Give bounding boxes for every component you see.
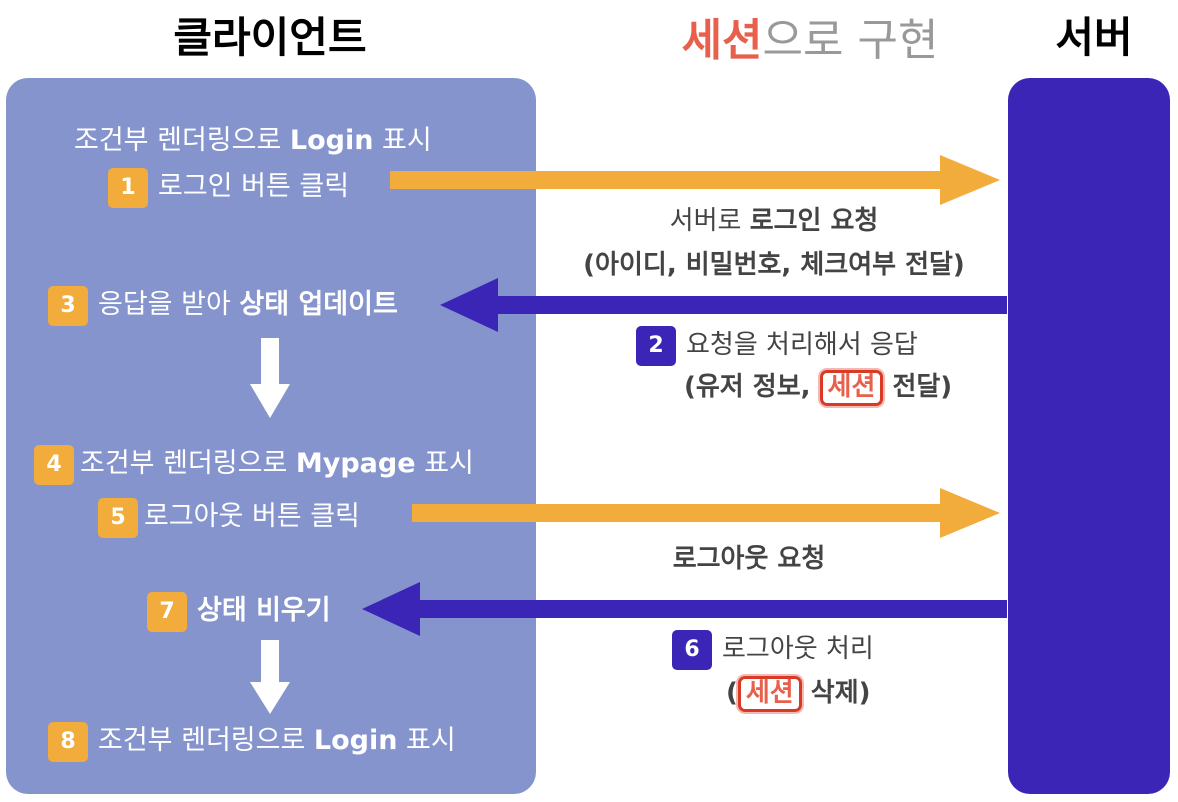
step-badge: 6	[672, 629, 712, 670]
login-request-arrow	[390, 155, 1000, 205]
server-heading: 서버	[1055, 13, 1133, 62]
step-badge: 2	[636, 325, 676, 366]
step-badge: 1	[108, 167, 148, 208]
step-badge: 3	[48, 285, 88, 326]
down-arrow-2	[250, 640, 290, 714]
diagram-title: 세션으로 구현	[620, 4, 1000, 68]
login-request-label: 서버로 로그인 요청	[669, 206, 879, 236]
intro-login-text: 조건부 렌더링으로 Login 표시	[74, 125, 432, 156]
down-arrow-1	[250, 338, 290, 418]
step-badge: 7	[147, 591, 187, 632]
session-highlight: 세션	[819, 370, 884, 406]
title-rest: 으로 구현	[762, 15, 939, 66]
step-badge: 5	[98, 497, 138, 538]
step6-detail: (세션 삭제)	[726, 672, 871, 712]
login-response-arrow	[440, 278, 1007, 332]
login-request-detail: (아이디, 비밀번호, 체크여부 전달)	[583, 250, 965, 280]
client-heading: 클라이언트	[173, 13, 367, 62]
server-panel	[1008, 78, 1170, 794]
logout-request-label: 로그아웃 요청	[672, 544, 826, 574]
logout-request-arrow	[412, 488, 1000, 538]
logout-response-arrow	[362, 582, 1007, 636]
step-badge: 8	[48, 721, 88, 762]
step2-detail: (유저 정보, 세션 전달)	[684, 366, 952, 406]
session-highlight: 세션	[737, 676, 802, 712]
step-badge: 4	[34, 444, 74, 485]
title-accent: 세션	[681, 15, 763, 66]
